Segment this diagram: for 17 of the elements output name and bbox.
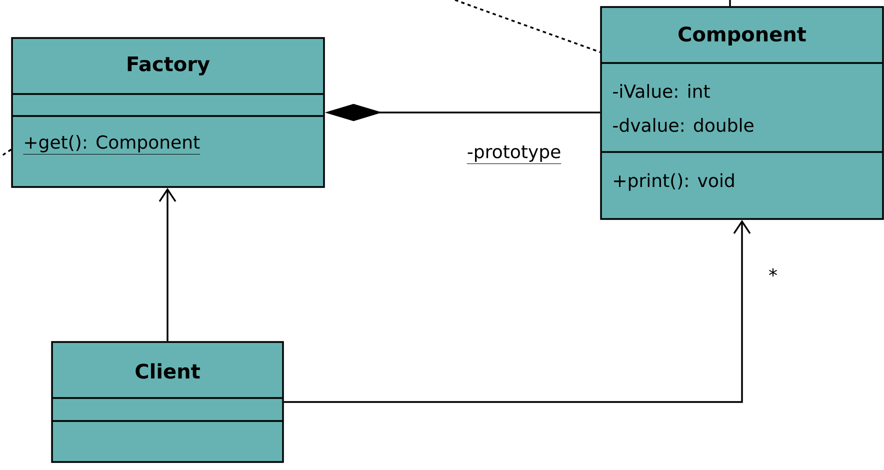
- connector-line: [729, 0, 731, 6]
- association-arrow: [284, 220, 751, 403]
- class-name: Component: [678, 26, 806, 46]
- connector-line: [454, 0, 600, 53]
- member-text: -iValue: int: [613, 84, 710, 98]
- connector-line: [0, 148, 12, 158]
- member-text: -dvalue: double: [613, 118, 754, 132]
- operation-text: +get(): Component: [22, 134, 200, 154]
- role-label: -prototype: [466, 144, 562, 166]
- class-name: Factory: [128, 56, 210, 76]
- class-box: [600, 6, 884, 220]
- class-box: [11, 37, 325, 188]
- association-arrow: [158, 188, 176, 342]
- member-text: +print(): void: [614, 173, 734, 191]
- multiplicity-label: *: [767, 266, 779, 283]
- class-box: [51, 341, 284, 463]
- class-name: Client: [136, 363, 200, 379]
